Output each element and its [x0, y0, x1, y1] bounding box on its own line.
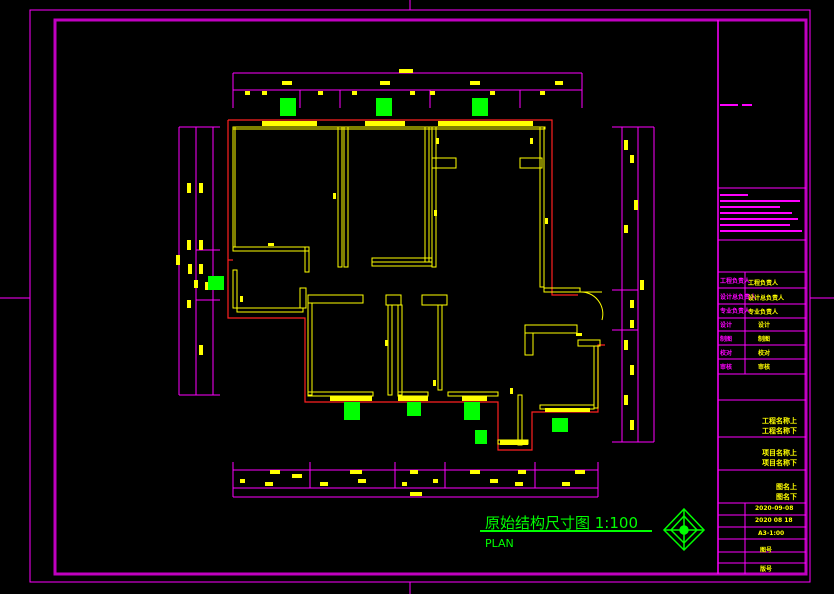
- dimension-lines: [178, 72, 655, 498]
- date-1: 2020-09-08: [755, 505, 794, 512]
- door-swing: [579, 291, 604, 321]
- role-value-6: 审核: [758, 364, 771, 371]
- role-label-3: 设计: [720, 322, 733, 329]
- role-label-5: 校对: [720, 350, 733, 357]
- windows: [262, 121, 590, 445]
- window-tags: [208, 98, 568, 444]
- project-name-top: 工程名称上: [762, 417, 797, 425]
- project-name-bottom: 工程名称下: [762, 427, 797, 435]
- role-value-5: 校对: [758, 350, 771, 357]
- role-label-2: 专业负责人: [720, 308, 751, 315]
- role-value-2: 专业负责人: [748, 309, 779, 316]
- role-value-3: 设计: [758, 322, 771, 329]
- sheet-number: 图号: [760, 547, 773, 554]
- role-label-0: 工程负责人: [720, 278, 751, 285]
- date-2: 2020 08 18: [755, 517, 793, 524]
- compass-icon: [662, 507, 706, 552]
- item-name-top: 项目名称上: [762, 449, 797, 457]
- drawing-subtitle: PLAN: [485, 537, 514, 550]
- inner-walls: [232, 126, 601, 446]
- inner-frame: [53, 18, 808, 576]
- role-value-1: 设计总负责人: [748, 295, 785, 302]
- dimension-labels: [176, 69, 644, 496]
- figure-name-top: 图名上: [776, 483, 797, 491]
- role-value-4: 制图: [758, 336, 771, 343]
- drawing-title: 原始结构尺寸图 1:100: [485, 514, 638, 532]
- scale-value: A3-1:00: [758, 530, 785, 537]
- annotation-dots: [240, 138, 582, 394]
- outer-frame: [29, 9, 811, 583]
- role-label-1: 设计总负责人: [720, 294, 757, 301]
- item-name-bottom: 项目名称下: [762, 459, 797, 467]
- figure-name-bottom: 图名下: [776, 493, 797, 501]
- version-number: 版号: [760, 566, 773, 573]
- title-block: [717, 20, 806, 574]
- role-label-4: 制图: [720, 336, 733, 343]
- role-label-6: 审核: [720, 364, 733, 371]
- role-value-0: 工程负责人: [748, 280, 779, 287]
